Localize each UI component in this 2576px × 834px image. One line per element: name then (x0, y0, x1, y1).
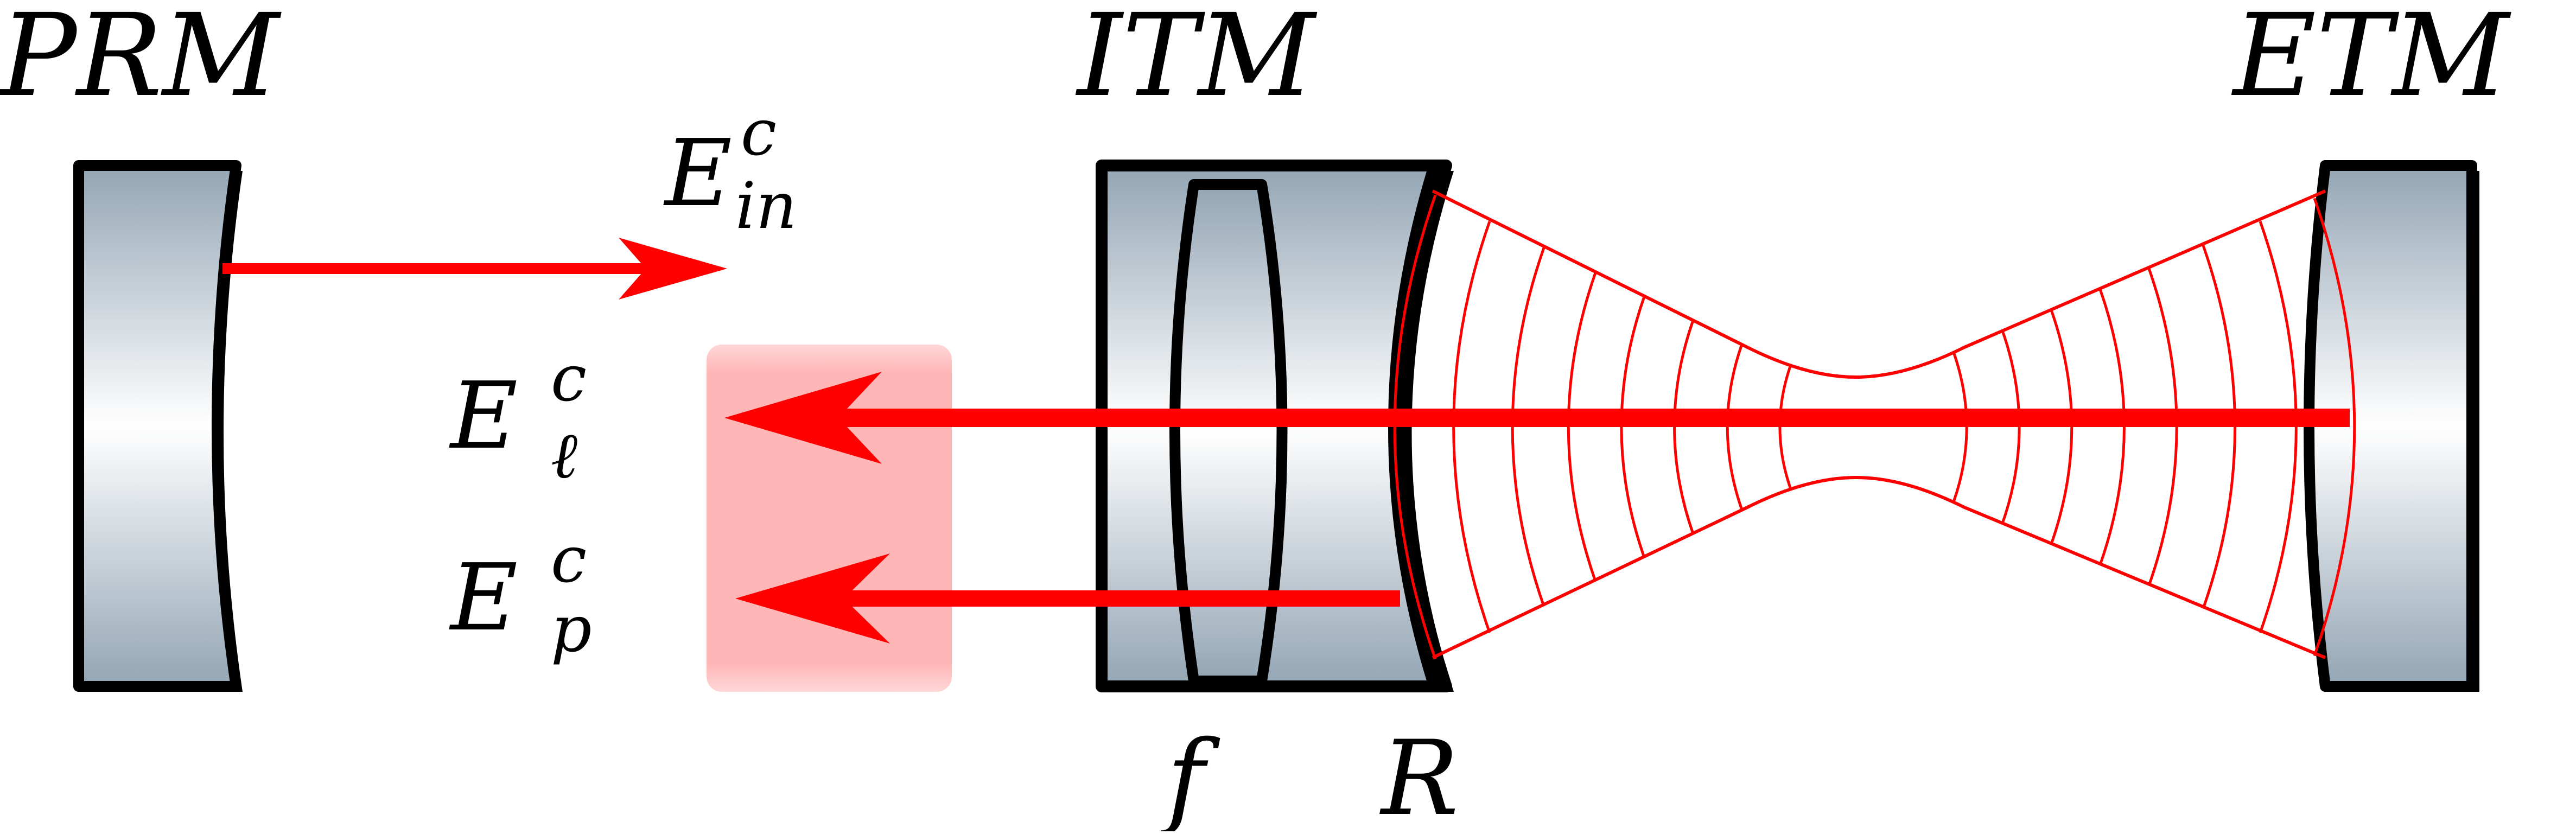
itm-label: ITM (1075, 0, 1318, 122)
incident-beam-arrow (222, 238, 727, 300)
svg-text:E: E (449, 544, 518, 652)
itm-lens (1169, 179, 1288, 686)
itm-mirror (1096, 160, 1454, 692)
prm-label: PRM (0, 0, 282, 122)
svg-text:c: c (741, 95, 777, 170)
etm-label: ETM (2231, 0, 2511, 122)
svg-text:p: p (551, 591, 592, 666)
probe-beam-arrow (735, 553, 1400, 644)
svg-text:c: c (551, 341, 587, 416)
loss-field-label: E c ℓ (449, 341, 587, 493)
svg-text:c: c (551, 522, 587, 597)
probe-field-label: E c p (449, 522, 592, 666)
focal-length-label: f (1160, 718, 1220, 831)
wavefront-arc (1452, 221, 1491, 633)
wavefront-arc (2098, 289, 2126, 565)
wavefront-arc (1620, 296, 1646, 558)
cavity-beam-envelope (1432, 189, 2326, 659)
svg-text:in: in (735, 168, 797, 243)
etm-mirror (2304, 160, 2479, 692)
wavefront-arc (2313, 198, 2356, 657)
radius-label: R (1379, 718, 1459, 831)
prm-mirror (73, 160, 243, 692)
wavefront-arc (1393, 194, 1437, 660)
incident-field-label: E c in (663, 95, 797, 243)
svg-text:E: E (663, 120, 732, 227)
loss-beam-arrow (724, 372, 2350, 464)
wavefront-arc (2202, 245, 2236, 609)
wavefront-arc (1567, 272, 1597, 582)
svg-text:ℓ: ℓ (551, 418, 577, 493)
wavefront-arc (1511, 247, 1545, 607)
svg-text:E: E (449, 362, 518, 470)
